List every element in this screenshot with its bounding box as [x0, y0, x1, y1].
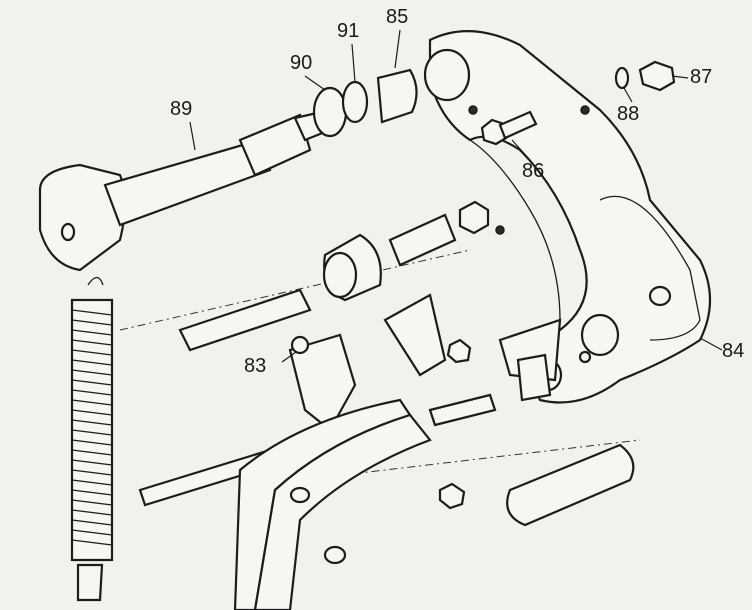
- pin-cylinder: [506, 443, 635, 527]
- alignment-line: [119, 249, 471, 331]
- washer-83: [290, 335, 310, 355]
- nut: [458, 200, 490, 235]
- part-label-86: 86: [522, 160, 545, 182]
- castle-nut: [446, 338, 472, 364]
- washer-88: [614, 66, 630, 90]
- brake-shoe: [233, 398, 432, 610]
- washer-91: [341, 80, 369, 124]
- shoe-link-83: [288, 333, 357, 432]
- part-label-84: 84: [722, 340, 745, 362]
- bolt: [428, 393, 497, 427]
- part-label-90: 90: [290, 52, 313, 74]
- washer-90: [312, 86, 348, 138]
- shoe-pin: [178, 288, 312, 352]
- return-spring: [70, 276, 114, 602]
- adjuster-pin: [388, 213, 457, 267]
- part-label-89: 89: [170, 98, 193, 120]
- bolt-86: [480, 110, 538, 146]
- link-plate: [383, 293, 447, 377]
- clip: [516, 353, 552, 402]
- part-label-91: 91: [337, 20, 360, 42]
- part-label-88: 88: [617, 103, 640, 125]
- part-label-87: 87: [690, 66, 713, 88]
- bushing-85: [376, 68, 418, 124]
- nut-87: [638, 60, 676, 92]
- camshaft-89: [38, 108, 337, 272]
- part-label-83: 83: [244, 355, 267, 377]
- part-label-85: 85: [386, 6, 409, 28]
- castle-nut: [438, 482, 466, 510]
